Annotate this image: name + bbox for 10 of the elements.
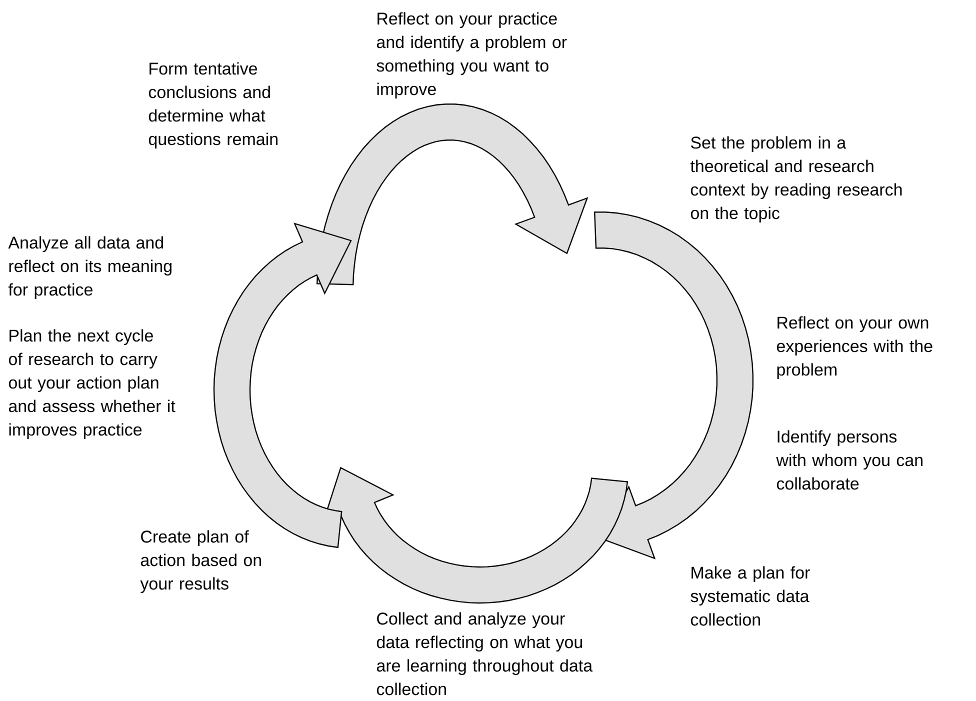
step-text: Create plan of action based on your results xyxy=(140,530,261,594)
step-text: Identify persons with whom you can collaborate xyxy=(776,430,922,490)
step-text: Reflect on your practice and identify a problem or something you want to improve xyxy=(376,12,567,99)
step-text: Make a plan for systematic data collection xyxy=(690,566,810,626)
step-text: Analyze all data and reflect on its meaning for practice xyxy=(8,236,172,300)
step-text: Set the problem in a theoretical and research context by reading research on the topic xyxy=(690,136,902,223)
step-text: Collect and analyze your data reflecting on what you are learning throughout data collection xyxy=(376,612,593,696)
step-text: Form tentative conclusions and determine what questions remain xyxy=(148,62,278,149)
step-text: Plan the next cycle of research to carry out your action plan and assess whether it improves practice xyxy=(8,329,176,440)
step-text: Reflect on your own experiences with the problem xyxy=(776,316,932,380)
